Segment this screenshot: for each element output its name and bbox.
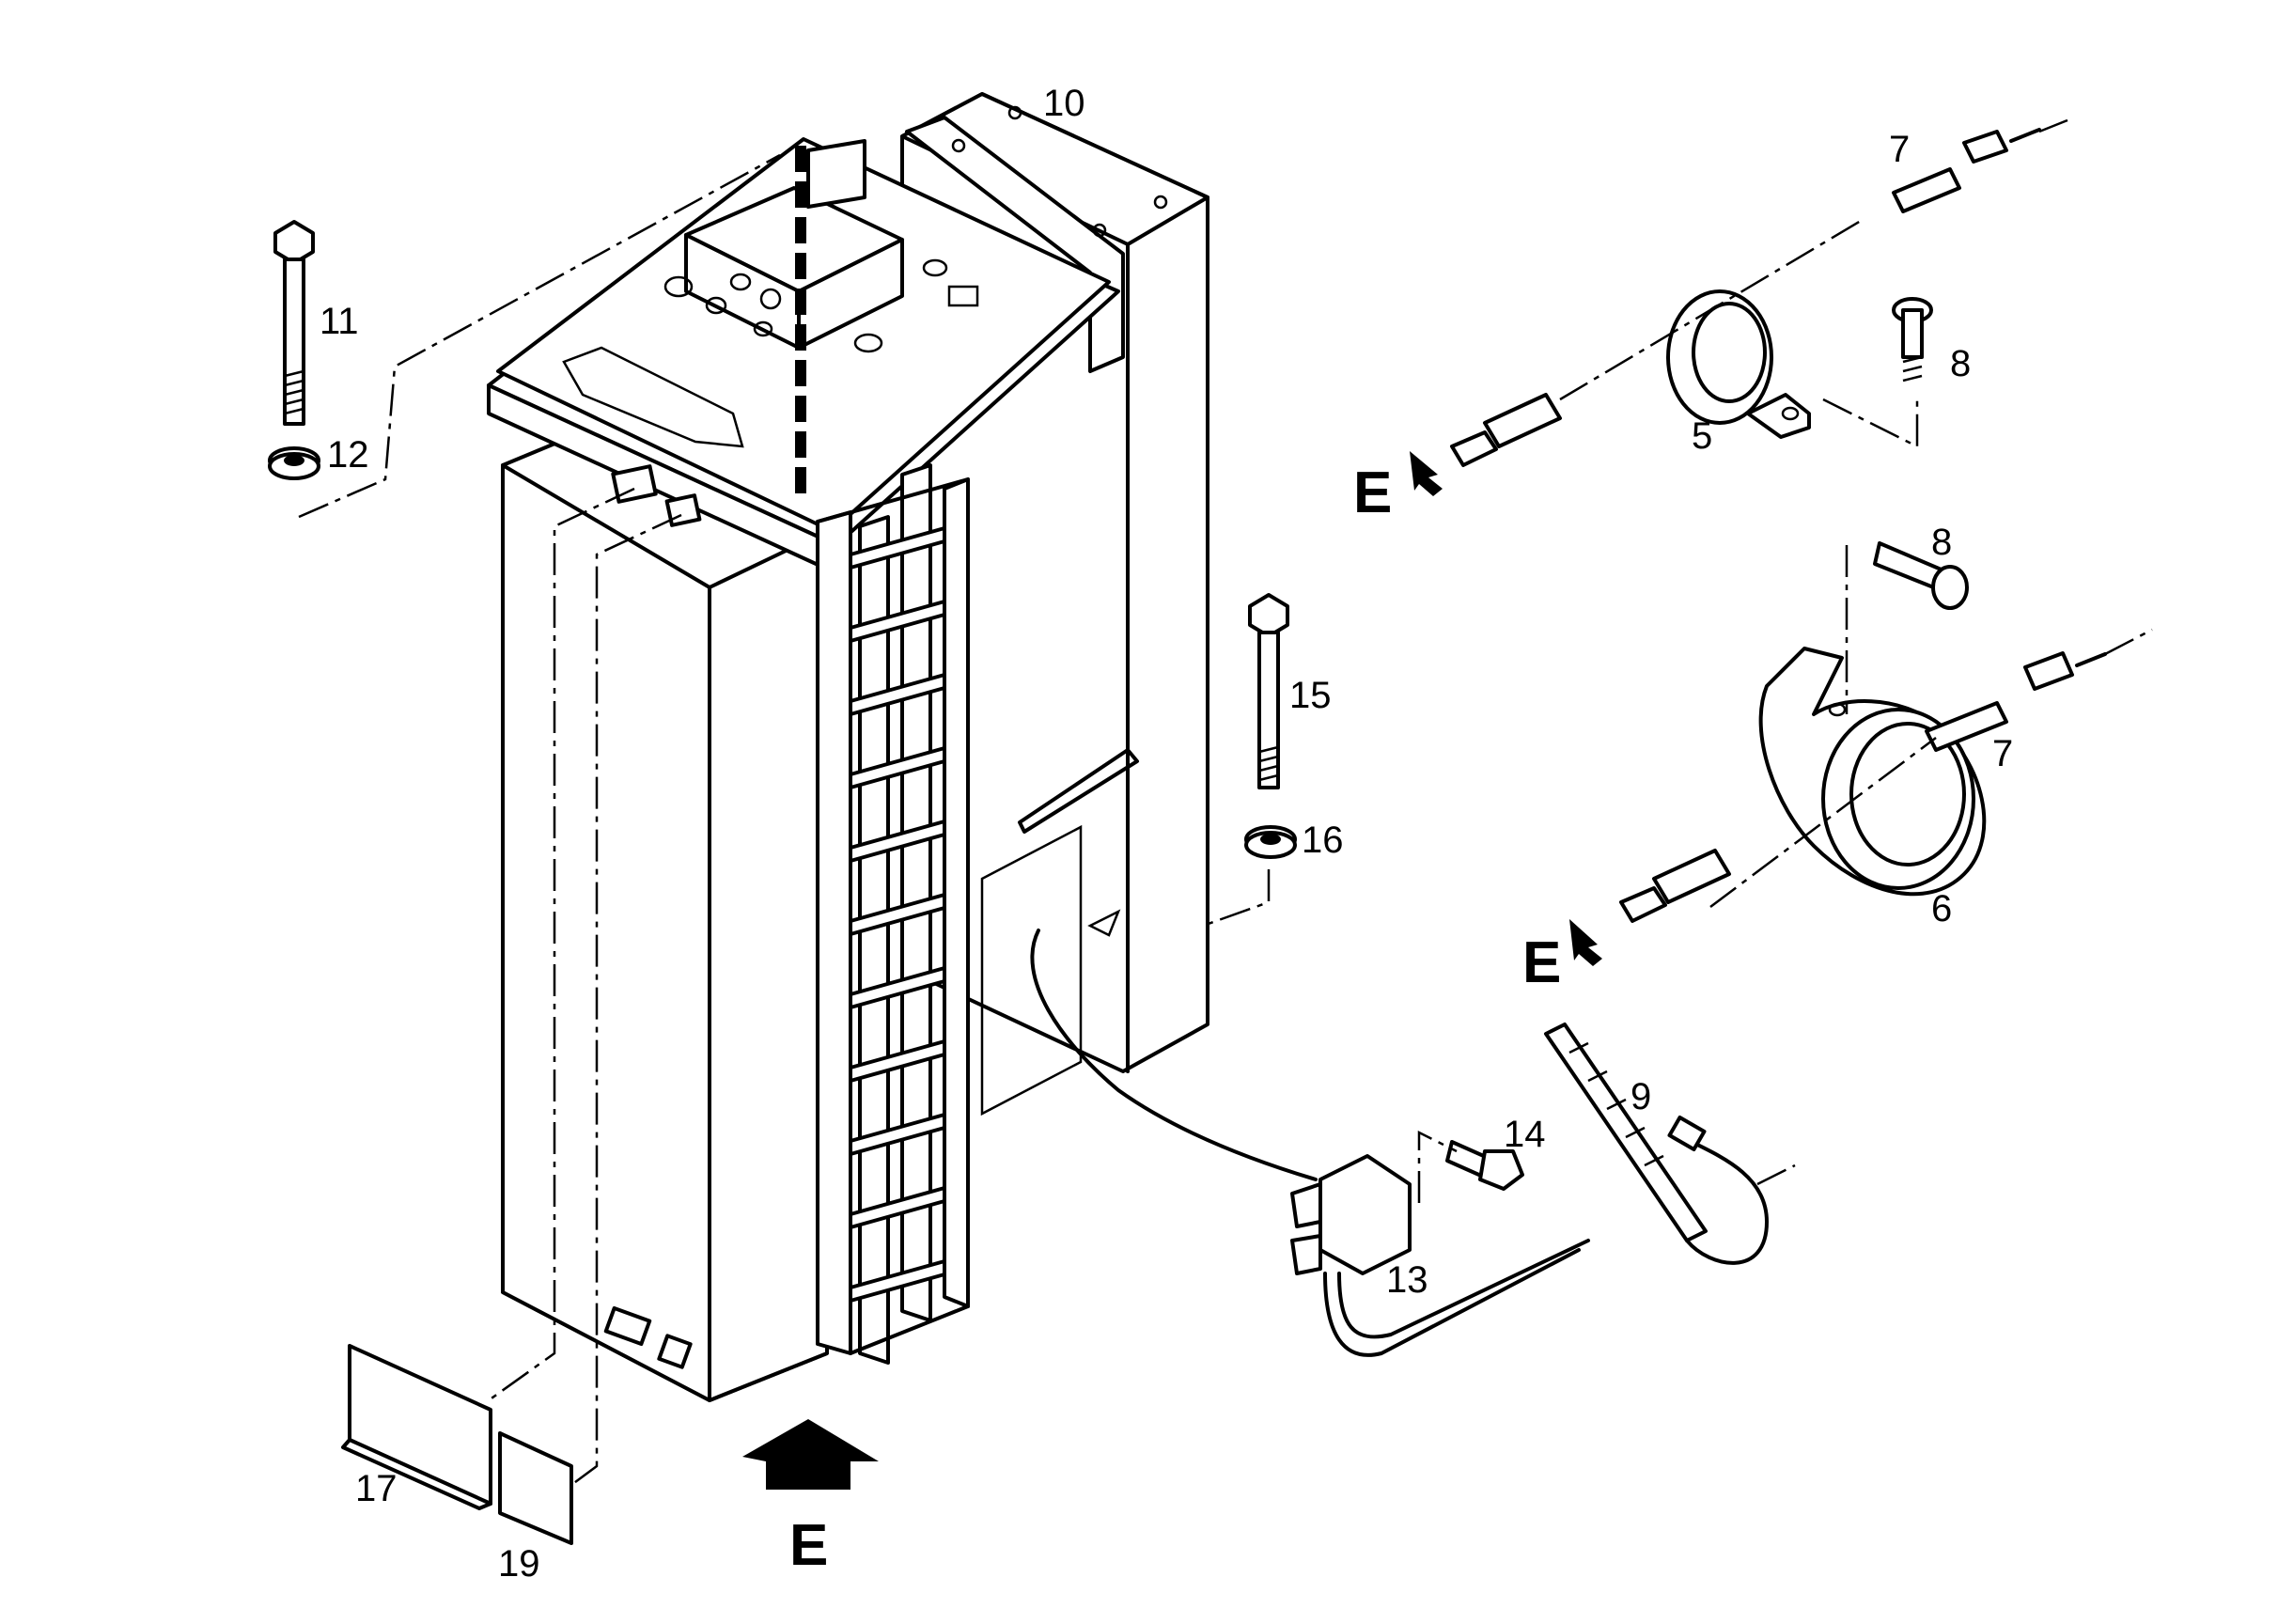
callout-7-upper: 7 (1889, 129, 1910, 170)
ladder-rung (849, 746, 946, 789)
callout-13: 13 (1386, 1259, 1428, 1301)
callout-14: 14 (1504, 1114, 1546, 1155)
washer-16 (1244, 825, 1297, 859)
label-plate-17 (341, 1344, 492, 1510)
callout-19: 19 (498, 1543, 540, 1585)
callout-12: 12 (327, 434, 369, 476)
sensor-7-upper (1892, 128, 2041, 213)
washer-12 (268, 446, 320, 480)
ladder-rung (849, 673, 946, 716)
ladder-rung (849, 1113, 946, 1156)
callout-17: 17 (355, 1468, 398, 1509)
connector-13 (1290, 1154, 1590, 1357)
view-label-e-upper: E (1353, 461, 1392, 525)
view-label-e-main: E (789, 1513, 828, 1578)
callout-5: 5 (1692, 415, 1712, 457)
view-label-e-lower: E (1522, 930, 1561, 995)
clamp-5 (1666, 289, 1811, 439)
bolt-11 (273, 220, 315, 426)
ladder-rung (849, 1186, 946, 1229)
screw-8-lower (1873, 541, 1969, 610)
clamp-6 (1758, 647, 1987, 897)
callout-16: 16 (1302, 820, 1344, 861)
sensor-plug-lower (1619, 849, 1731, 923)
callout-15: 15 (1289, 675, 1332, 716)
callout-10: 10 (1043, 83, 1085, 124)
callout-6: 6 (1931, 888, 1952, 929)
label-plate-19 (498, 1431, 573, 1545)
cabinet-front (501, 463, 711, 1402)
cabinet-side (708, 529, 829, 1402)
callout-8-upper: 8 (1950, 343, 1971, 384)
screw-14 (1445, 1140, 1524, 1191)
ladder-rung (849, 893, 946, 936)
screw-8-upper (1892, 297, 1933, 383)
ladder-rung (849, 526, 946, 570)
ladder-rung (849, 600, 946, 643)
ladder-rung (849, 1039, 946, 1083)
ladder-rung (849, 966, 946, 1009)
callout-8-lower: 8 (1931, 522, 1952, 563)
view-arrow-e-upper (1410, 451, 1443, 496)
sensor-7-lower (1925, 651, 2107, 752)
view-arrow-e-lower (1569, 919, 1602, 966)
cabinet-assembly (487, 92, 1318, 1402)
cable-tie-9 (1544, 1023, 1769, 1265)
ladder-rung (849, 1259, 946, 1303)
view-arrow-e-main (742, 1419, 879, 1490)
callout-9: 9 (1630, 1076, 1651, 1117)
bolt-15 (1248, 593, 1289, 789)
sensor-plug-upper (1450, 393, 1562, 467)
callout-7-lower: 7 (1992, 733, 2013, 774)
callout-11: 11 (320, 301, 359, 342)
ladder-rung (849, 820, 946, 863)
